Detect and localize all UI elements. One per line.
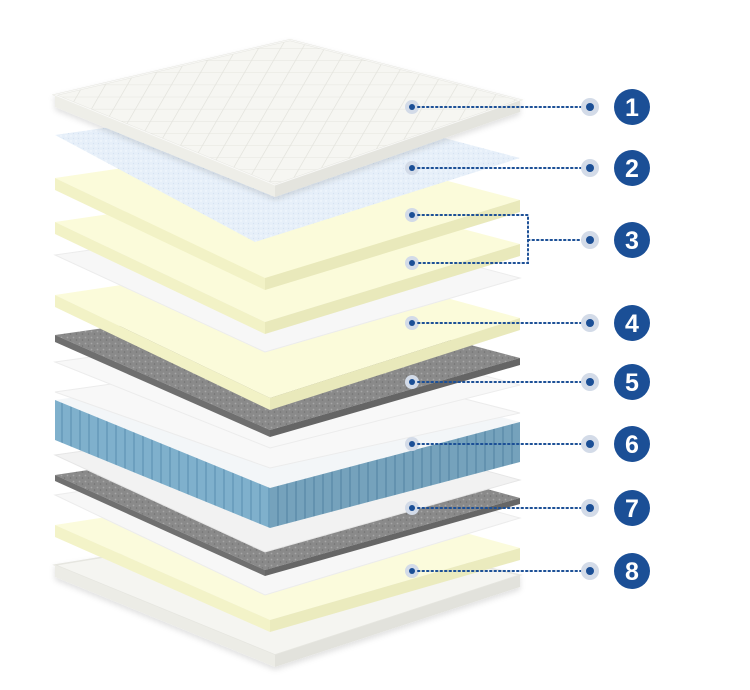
badge-7-number: 7	[625, 495, 639, 523]
anchor-dot-2	[409, 165, 415, 171]
end-dot-5	[586, 378, 594, 386]
callout-7: 7	[405, 490, 650, 526]
callout-6: 6	[405, 426, 650, 462]
badge-7	[614, 490, 650, 526]
badge-3-number: 3	[625, 227, 639, 255]
badge-4	[614, 305, 650, 341]
callout-4: 4	[405, 305, 650, 341]
anchor-dot-7	[409, 505, 415, 511]
anchor-dot-1	[409, 104, 415, 110]
end-dot-7	[586, 504, 594, 512]
anchor-dot-5	[409, 379, 415, 385]
end-dot-4	[586, 319, 594, 327]
callout-5: 5	[405, 364, 650, 400]
badge-5	[614, 364, 650, 400]
callouts-group: 1 2 3	[405, 89, 650, 589]
end-dot-1	[586, 103, 594, 111]
badge-6	[614, 426, 650, 462]
badge-1	[614, 89, 650, 125]
anchor-dot-4	[409, 320, 415, 326]
badge-4-number: 4	[625, 310, 639, 338]
badge-6-number: 6	[625, 431, 639, 459]
badge-2	[614, 150, 650, 186]
callout-2: 2	[405, 150, 650, 186]
callout-1: 1	[405, 89, 650, 125]
anchor-dot-3a	[409, 212, 415, 218]
callout-3: 3	[405, 208, 650, 270]
badge-5-number: 5	[625, 369, 639, 397]
badge-3	[614, 222, 650, 258]
end-dot-2	[586, 164, 594, 172]
end-dot-3	[586, 236, 594, 244]
callout-8: 8	[405, 553, 650, 589]
badge-2-number: 2	[625, 155, 639, 183]
end-dot-8	[586, 567, 594, 575]
anchor-dot-6	[409, 441, 415, 447]
top-quilt-layer	[51, 38, 524, 197]
anchor-dot-3b	[409, 260, 415, 266]
badge-1-number: 1	[625, 94, 639, 122]
end-dot-6	[586, 440, 594, 448]
badge-8-number: 8	[625, 558, 639, 586]
badge-8	[614, 553, 650, 589]
anchor-dot-8	[409, 568, 415, 574]
